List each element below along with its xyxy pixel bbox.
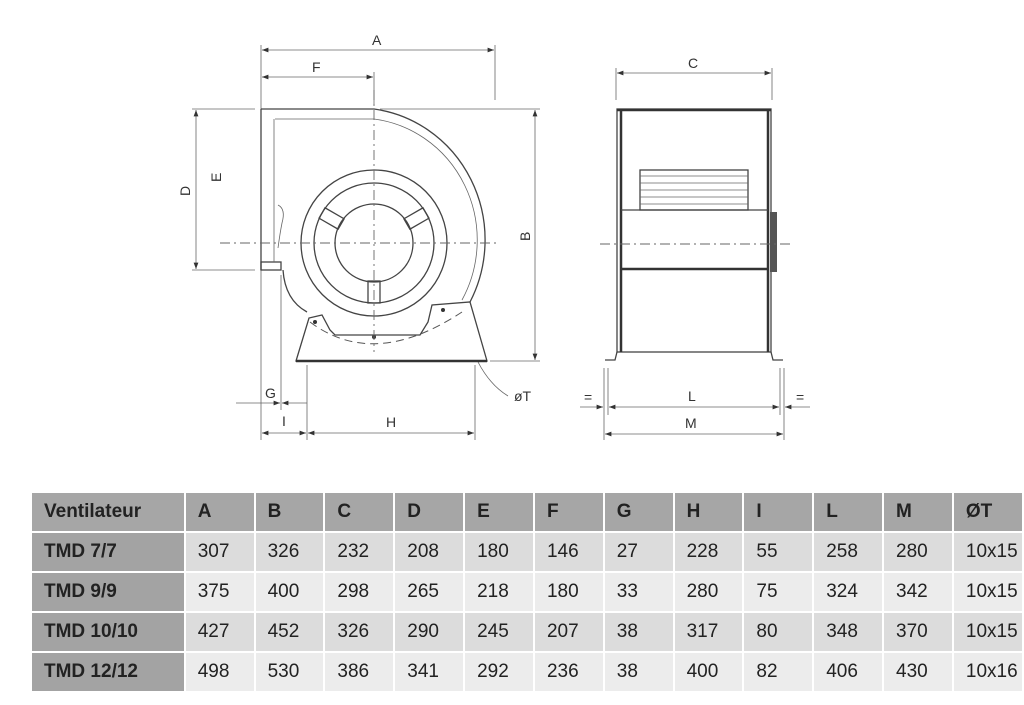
column-header: Ventilateur bbox=[32, 493, 186, 533]
dimension-cell: 146 bbox=[534, 533, 605, 573]
dimension-cell: 265 bbox=[395, 573, 466, 613]
dimension-cell: 27 bbox=[604, 533, 675, 573]
label-a: A bbox=[372, 32, 382, 48]
model-name-cell: TMD 9/9 bbox=[32, 573, 186, 613]
column-header: I bbox=[744, 493, 815, 533]
dimension-cell: 180 bbox=[534, 573, 605, 613]
dimension-cell: 218 bbox=[465, 573, 535, 613]
dimension-cell: 386 bbox=[325, 653, 396, 693]
label-i: I bbox=[282, 413, 286, 429]
column-header: C bbox=[325, 493, 396, 533]
dimension-cell: 55 bbox=[744, 533, 815, 573]
column-header: D bbox=[395, 493, 466, 533]
label-t: øT bbox=[514, 388, 532, 404]
label-d: D bbox=[177, 186, 193, 196]
dimension-cell: 10x15 bbox=[953, 533, 1024, 573]
dimension-cell: 258 bbox=[814, 533, 885, 573]
column-header: A bbox=[185, 493, 256, 533]
column-header: ØT bbox=[953, 493, 1024, 533]
label-c: C bbox=[688, 55, 698, 71]
column-header: F bbox=[534, 493, 605, 533]
dimension-cell: 348 bbox=[814, 613, 885, 653]
dimension-cell: 245 bbox=[465, 613, 535, 653]
dimension-cell: 307 bbox=[185, 533, 256, 573]
dimension-cell: 228 bbox=[674, 533, 745, 573]
dimension-cell: 375 bbox=[185, 573, 256, 613]
column-header: E bbox=[465, 493, 535, 533]
dimension-cell: 292 bbox=[465, 653, 535, 693]
label-l: L bbox=[688, 388, 696, 404]
dimension-cell: 341 bbox=[395, 653, 466, 693]
dimension-cell: 38 bbox=[604, 613, 675, 653]
dimension-cell: 342 bbox=[884, 573, 954, 613]
table-header-row: Ventilateur A B C D E F G H I L M ØT bbox=[32, 493, 1024, 533]
dimension-cell: 82 bbox=[744, 653, 815, 693]
model-name-cell: TMD 12/12 bbox=[32, 653, 186, 693]
dimension-cell: 452 bbox=[255, 613, 326, 653]
dimension-cell: 80 bbox=[744, 613, 815, 653]
dimensions-table: Ventilateur A B C D E F G H I L M ØT TMD… bbox=[32, 493, 1024, 693]
column-header: L bbox=[814, 493, 885, 533]
label-g: G bbox=[265, 385, 276, 401]
dimension-cell: 326 bbox=[255, 533, 326, 573]
dimension-cell: 207 bbox=[534, 613, 605, 653]
column-header: H bbox=[674, 493, 745, 533]
dimension-cell: 370 bbox=[884, 613, 954, 653]
label-b: B bbox=[517, 232, 533, 241]
fan-dimension-drawing: A F D E B G I H øT bbox=[177, 32, 810, 440]
dimension-cell: 430 bbox=[884, 653, 954, 693]
column-header: M bbox=[884, 493, 954, 533]
side-view: C = = L M bbox=[580, 55, 810, 440]
dimension-cell: 10x16 bbox=[953, 653, 1024, 693]
dimension-cell: 208 bbox=[395, 533, 466, 573]
dimension-cell: 317 bbox=[674, 613, 745, 653]
model-name-cell: TMD 10/10 bbox=[32, 613, 186, 653]
dimension-cell: 324 bbox=[814, 573, 885, 613]
dimension-cell: 180 bbox=[465, 533, 535, 573]
model-name-cell: TMD 7/7 bbox=[32, 533, 186, 573]
label-eq-left: = bbox=[584, 389, 592, 405]
dimension-cell: 400 bbox=[674, 653, 745, 693]
dimension-cell: 280 bbox=[884, 533, 954, 573]
dimension-cell: 400 bbox=[255, 573, 326, 613]
column-header: B bbox=[255, 493, 326, 533]
label-eq-right: = bbox=[796, 389, 804, 405]
dimension-cell: 38 bbox=[604, 653, 675, 693]
dimension-cell: 530 bbox=[255, 653, 326, 693]
dimension-cell: 498 bbox=[185, 653, 256, 693]
dimension-cell: 10x15 bbox=[953, 573, 1024, 613]
dimension-cell: 280 bbox=[674, 573, 745, 613]
front-view: A F D E B G I H øT bbox=[177, 32, 540, 440]
dimension-cell: 232 bbox=[325, 533, 396, 573]
label-e: E bbox=[208, 173, 224, 182]
label-f: F bbox=[312, 59, 321, 75]
dimension-cell: 10x15 bbox=[953, 613, 1024, 653]
dimension-cell: 236 bbox=[534, 653, 605, 693]
column-header: G bbox=[604, 493, 675, 533]
dimension-cell: 75 bbox=[744, 573, 815, 613]
dimension-cell: 326 bbox=[325, 613, 396, 653]
label-m: M bbox=[685, 415, 697, 431]
dimension-cell: 298 bbox=[325, 573, 396, 613]
label-h: H bbox=[386, 414, 396, 430]
dimension-cell: 33 bbox=[604, 573, 675, 613]
dimension-cell: 427 bbox=[185, 613, 256, 653]
dimension-cell: 406 bbox=[814, 653, 885, 693]
dimension-cell: 290 bbox=[395, 613, 466, 653]
